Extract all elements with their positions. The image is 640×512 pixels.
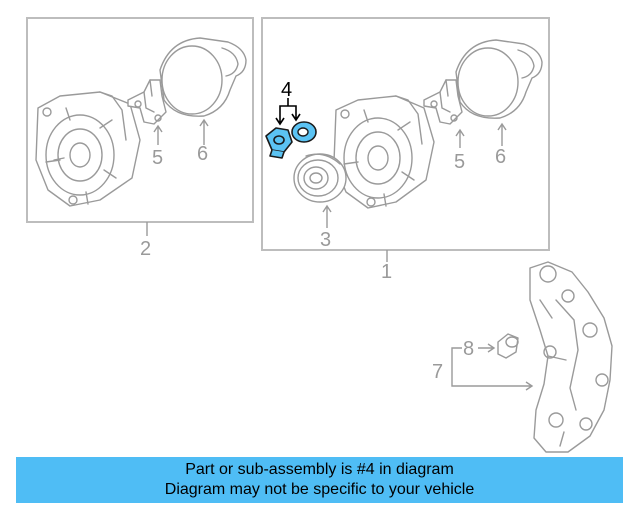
pulley xyxy=(293,153,347,203)
part-4-washer xyxy=(291,121,317,143)
cover-left xyxy=(159,37,247,117)
leader-4 xyxy=(275,98,301,126)
banner-line-2: Diagram may not be specific to your vehi… xyxy=(164,481,475,498)
alternator-right xyxy=(333,95,435,209)
callout-2: 2 xyxy=(140,238,151,260)
leader-8 xyxy=(478,343,496,353)
part-4-nut xyxy=(265,127,293,159)
leader-5a xyxy=(153,124,163,145)
regulator-right xyxy=(423,79,463,125)
mounting-bracket xyxy=(529,261,613,453)
leader-7 xyxy=(451,347,534,391)
assembly-1-box xyxy=(261,17,550,251)
leader-5b xyxy=(455,128,465,148)
info-banner: Part or sub-assembly is #4 in diagram Di… xyxy=(16,457,623,503)
callout-3: 3 xyxy=(320,229,331,251)
banner-line-1: Part or sub-assembly is #4 in diagram xyxy=(185,461,454,478)
leader-6b xyxy=(497,122,507,146)
leader-6a xyxy=(199,118,209,145)
callout-7: 7 xyxy=(432,361,443,383)
regulator-left xyxy=(127,79,167,125)
alternator-left xyxy=(35,91,141,207)
cover-right xyxy=(455,39,543,119)
callout-4: 4 xyxy=(281,79,292,101)
part-8-bushing xyxy=(497,333,519,359)
callout-5a: 5 xyxy=(152,147,163,169)
callout-5b: 5 xyxy=(454,151,465,173)
callout-6b: 6 xyxy=(495,146,506,168)
assembly-2-box xyxy=(26,17,254,223)
leader-3 xyxy=(322,204,332,228)
callout-1: 1 xyxy=(381,261,392,283)
callout-6a: 6 xyxy=(197,143,208,165)
callout-8: 8 xyxy=(463,338,474,360)
